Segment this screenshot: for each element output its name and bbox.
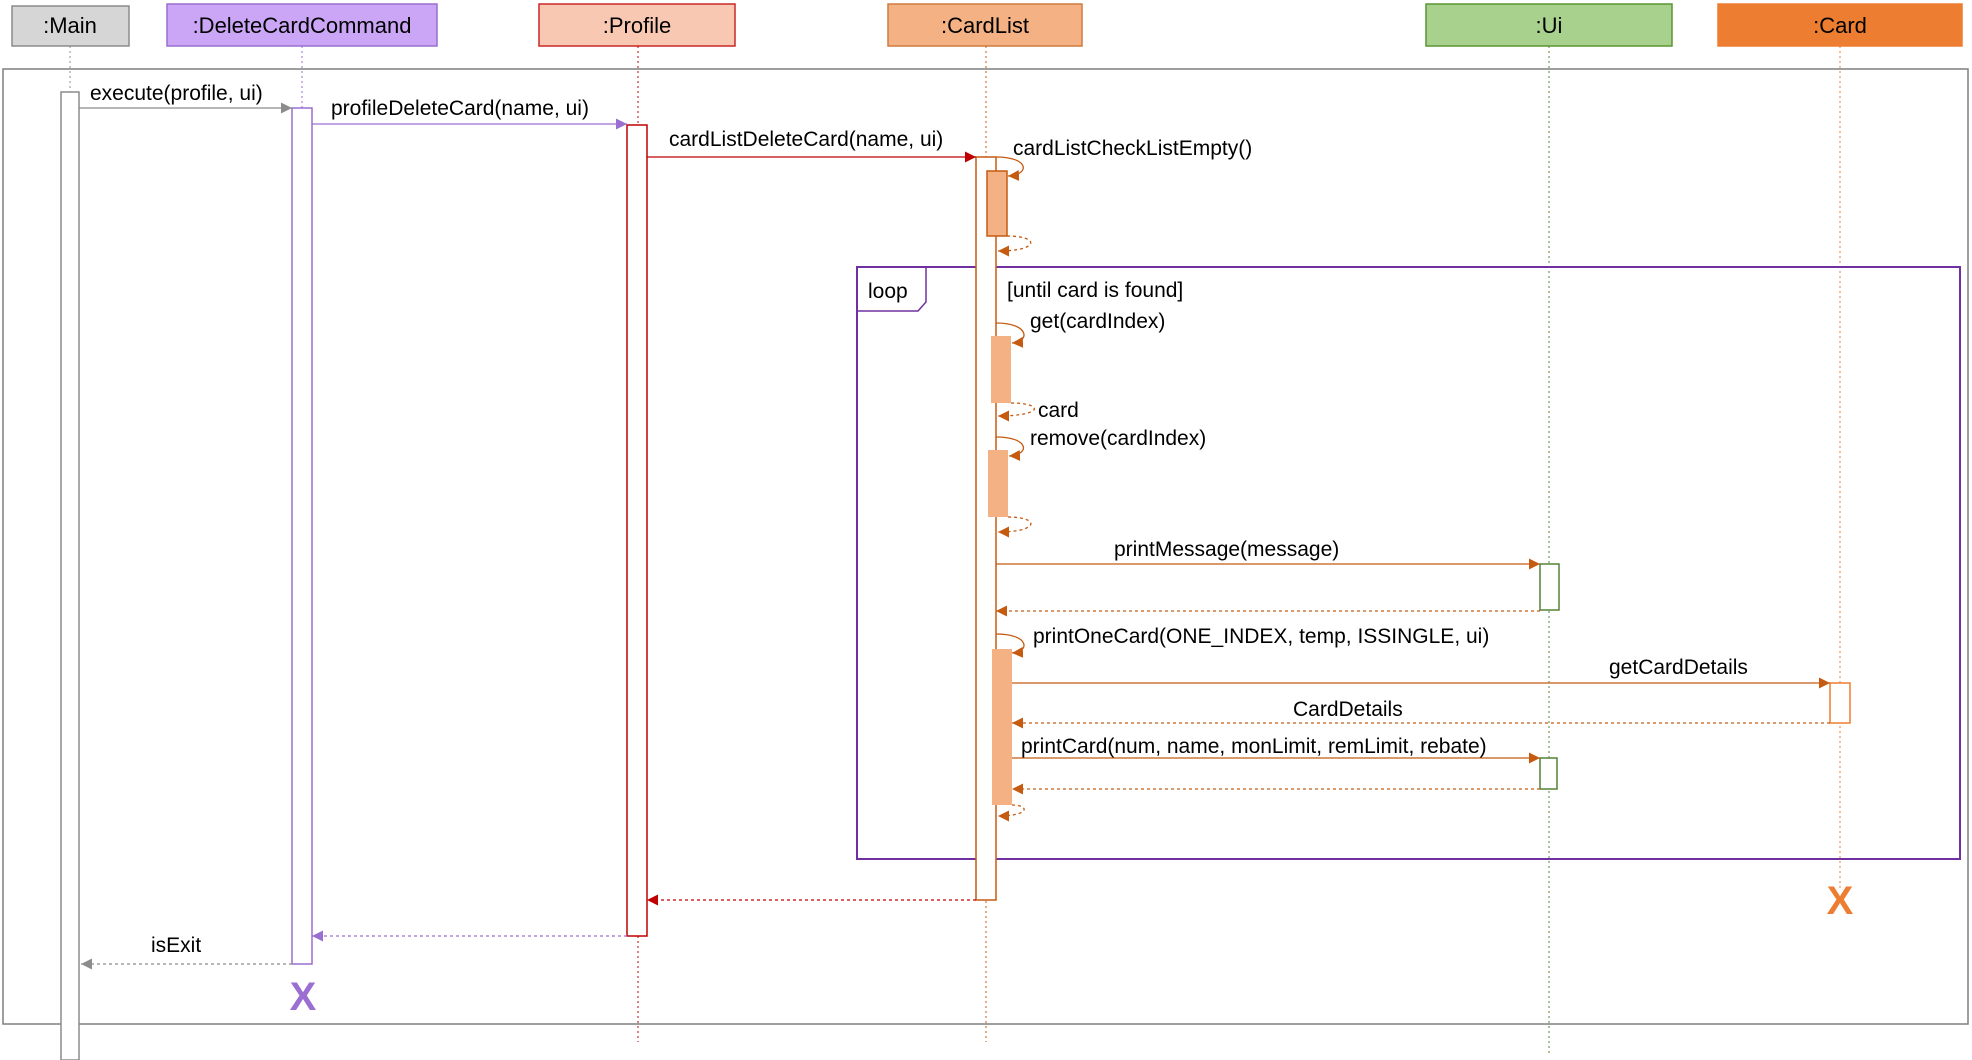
participant-main-label: :Main xyxy=(43,13,97,38)
activation-cardlist-get xyxy=(991,336,1011,403)
message-execute: execute(profile, ui) xyxy=(90,82,263,105)
message-remove: remove(cardIndex) xyxy=(1030,427,1206,450)
message-remove-arrow xyxy=(995,436,1025,461)
activation-delete-card-command xyxy=(291,107,313,965)
message-print-one-card: printOneCard(ONE_INDEX, temp, ISSINGLE, … xyxy=(1033,625,1489,648)
message-print-card: printCard(num, name, monLimit, remLimit,… xyxy=(1021,735,1487,758)
message-check-empty-arrow xyxy=(995,156,1024,181)
loop-label: loop xyxy=(868,280,908,303)
participant-delete-card-command: :DeleteCardCommand xyxy=(166,3,438,47)
participant-main: :Main xyxy=(11,5,130,47)
activation-profile xyxy=(626,124,648,937)
message-print-message: printMessage(message) xyxy=(1114,538,1339,561)
message-is-exit: isExit xyxy=(151,934,201,957)
participant-card-label: :Card xyxy=(1813,13,1867,38)
message-card-details-return: CardDetails xyxy=(1293,698,1403,721)
activation-main xyxy=(60,91,80,1060)
message-get-card-details: getCardDetails xyxy=(1609,656,1748,679)
message-print-one-card-arrow xyxy=(995,633,1025,658)
message-print-one-card-return xyxy=(997,804,1025,822)
participant-profile-label: :Profile xyxy=(603,13,671,38)
activation-cardlist-check-empty xyxy=(986,170,1008,237)
activation-ui-print-card xyxy=(1539,757,1558,790)
participant-card: :Card xyxy=(1717,3,1963,47)
loop-guard: [until card is found] xyxy=(1007,279,1183,302)
participant-ui-label: :Ui xyxy=(1536,13,1563,38)
loop-frame: loop [until card is found] xyxy=(856,266,1961,860)
message-card-return-arrow xyxy=(997,402,1035,422)
message-check-empty-return xyxy=(997,235,1032,257)
participant-cardlist-label: :CardList xyxy=(941,13,1029,38)
activation-card-get-details xyxy=(1829,682,1851,724)
participant-cardlist: :CardList xyxy=(887,3,1083,47)
message-card-return: card xyxy=(1038,399,1079,422)
participant-profile: :Profile xyxy=(538,3,736,47)
message-get: get(cardIndex) xyxy=(1030,310,1165,333)
destroy-delete-card-command-mark: X xyxy=(290,975,317,1019)
destroy-card-mark: X xyxy=(1827,879,1854,923)
message-check-empty: cardListCheckListEmpty() xyxy=(1013,137,1252,160)
activation-cardlist-remove xyxy=(988,450,1008,517)
message-cardlist-delete: cardListDeleteCard(name, ui) xyxy=(669,128,943,151)
participant-ui: :Ui xyxy=(1425,3,1673,47)
message-profile-delete: profileDeleteCard(name, ui) xyxy=(331,97,589,120)
activation-cardlist-print-one-card xyxy=(992,649,1012,805)
outer-frame xyxy=(2,68,1969,1025)
activation-ui-print-message xyxy=(1539,563,1560,611)
participant-delete-card-command-label: :DeleteCardCommand xyxy=(193,13,412,38)
message-get-arrow xyxy=(995,322,1025,348)
message-remove-return xyxy=(997,516,1032,538)
